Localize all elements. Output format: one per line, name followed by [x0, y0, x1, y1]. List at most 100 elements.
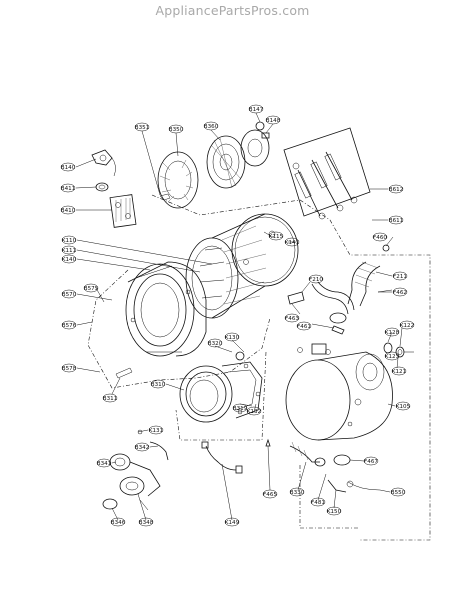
callout-F461: F461 [296, 321, 311, 331]
callout-text-K310: B310 [151, 382, 166, 388]
callout-text-F481: F481 [311, 500, 325, 506]
hardware-group [331, 325, 414, 358]
callout-text-K350: B350 [169, 127, 184, 133]
callout-K148: B148 [266, 115, 281, 125]
callout-K330: B330 [290, 487, 305, 497]
rotor-stator-group [157, 121, 270, 209]
assembly-boundary-front [175, 351, 267, 441]
callout-text-F467: F467 [364, 459, 378, 465]
callout-text-K575: B575 [84, 286, 99, 292]
hose-group [287, 244, 393, 324]
callout-F481: F481 [310, 497, 325, 507]
callout-layer [75, 112, 403, 521]
callout-K115: K115 [268, 231, 284, 241]
callout-labels: B351 B350 B360 B147 B148 B140 B411 B410 … [61, 104, 415, 527]
damper-group [283, 127, 371, 220]
callout-text-F210: F210 [309, 277, 323, 283]
callout-F465: F465 [262, 489, 277, 499]
callout-text-K346: B346 [111, 520, 126, 526]
callout-text-K578: B578 [62, 366, 77, 372]
callout-K132: K132 [246, 406, 262, 416]
callout-text-K111: K111 [62, 248, 77, 254]
callout-K578: B578 [62, 363, 77, 373]
callout-K350: B350 [169, 124, 184, 134]
callout-text-K110: K110 [62, 238, 77, 244]
callout-text-K122: K122 [400, 323, 414, 329]
callout-F211: F211 [392, 271, 407, 281]
callout-text-K570: B570 [62, 292, 77, 298]
callout-text-K360: B360 [204, 124, 219, 130]
drain-hose-group [289, 441, 381, 493]
callout-text-K141: K141 [285, 240, 300, 246]
callout-text-K148: B148 [266, 118, 281, 124]
callout-text-K131: K131 [149, 428, 164, 434]
callout-text-K140b: K140 [62, 257, 77, 263]
callout-text-F461: F461 [297, 324, 311, 330]
callout-K111: K111 [61, 245, 77, 255]
callout-K130: K130 [224, 332, 240, 342]
drum-group [185, 213, 299, 319]
callout-K110: K110 [61, 235, 77, 245]
callout-text-K348: B348 [139, 520, 154, 526]
callout-K150: K150 [326, 506, 342, 516]
callout-K342: B342 [135, 442, 150, 452]
gasket-group [179, 351, 263, 423]
callout-K128: K128 [384, 327, 400, 337]
callout-K550: B550 [391, 487, 406, 497]
callout-K351: B351 [135, 122, 150, 132]
callout-text-K149: K149 [225, 520, 240, 526]
callout-K149: K149 [224, 517, 240, 527]
callout-K122: K122 [399, 320, 415, 330]
callout-F463: F463 [284, 313, 299, 323]
callout-text-K351: B351 [135, 125, 150, 131]
callout-K341: B341 [97, 458, 112, 468]
front-tub-group [115, 261, 207, 379]
callout-K346: B346 [111, 517, 126, 527]
callout-K410: B410 [61, 205, 76, 215]
assembly-boundary-hose [299, 465, 360, 529]
callout-K611: B611 [389, 215, 404, 225]
callout-K310: B310 [151, 379, 166, 389]
callout-text-K319: B319 [233, 406, 248, 412]
callout-text-F462: F462 [393, 290, 407, 296]
callout-text-K342: B342 [135, 445, 150, 451]
callout-text-K121: K121 [392, 369, 407, 375]
callout-text-K123: K123 [385, 354, 400, 360]
callout-K140: B140 [61, 162, 76, 172]
sensor-parts-group [91, 149, 137, 228]
pump-group [102, 441, 169, 511]
callout-F460: F460 [372, 232, 387, 242]
callout-K348: B348 [139, 517, 154, 527]
callout-text-K330: B330 [290, 490, 305, 496]
callout-text-K611: B611 [389, 218, 404, 224]
callout-K131: K131 [148, 425, 164, 435]
assembly-boundary-back [151, 194, 431, 541]
callout-text-F463: F463 [285, 316, 299, 322]
callout-text-K612: B612 [389, 187, 404, 193]
callout-text-K128: K128 [385, 330, 400, 336]
callout-K411: B411 [61, 183, 76, 193]
callout-K575: B575 [84, 283, 99, 293]
callout-text-K105: K105 [396, 404, 411, 410]
callout-text-K410: B410 [61, 208, 76, 214]
callout-text-K147: B147 [249, 107, 264, 113]
callout-K612: B612 [389, 184, 404, 194]
callout-K121: K121 [391, 366, 407, 376]
callout-text-K550: B550 [391, 490, 406, 496]
callout-text-K132: K132 [247, 409, 261, 415]
callout-text-K311: B311 [103, 396, 118, 402]
callout-K320: B320 [208, 338, 223, 348]
callout-text-K130: K130 [225, 335, 240, 341]
callout-text-F465: F465 [263, 492, 277, 498]
callout-F462: F462 [392, 287, 408, 297]
callout-K319: B319 [233, 403, 248, 413]
callout-K123: K123 [384, 351, 400, 361]
callout-K360: B360 [204, 121, 219, 131]
callout-K576: B576 [62, 320, 77, 330]
callout-text-K140: B140 [61, 165, 76, 171]
rear-tub-group [285, 343, 393, 441]
callout-text-K341: B341 [97, 461, 112, 467]
wire-harness [201, 441, 243, 474]
callout-K570: B570 [62, 289, 77, 299]
